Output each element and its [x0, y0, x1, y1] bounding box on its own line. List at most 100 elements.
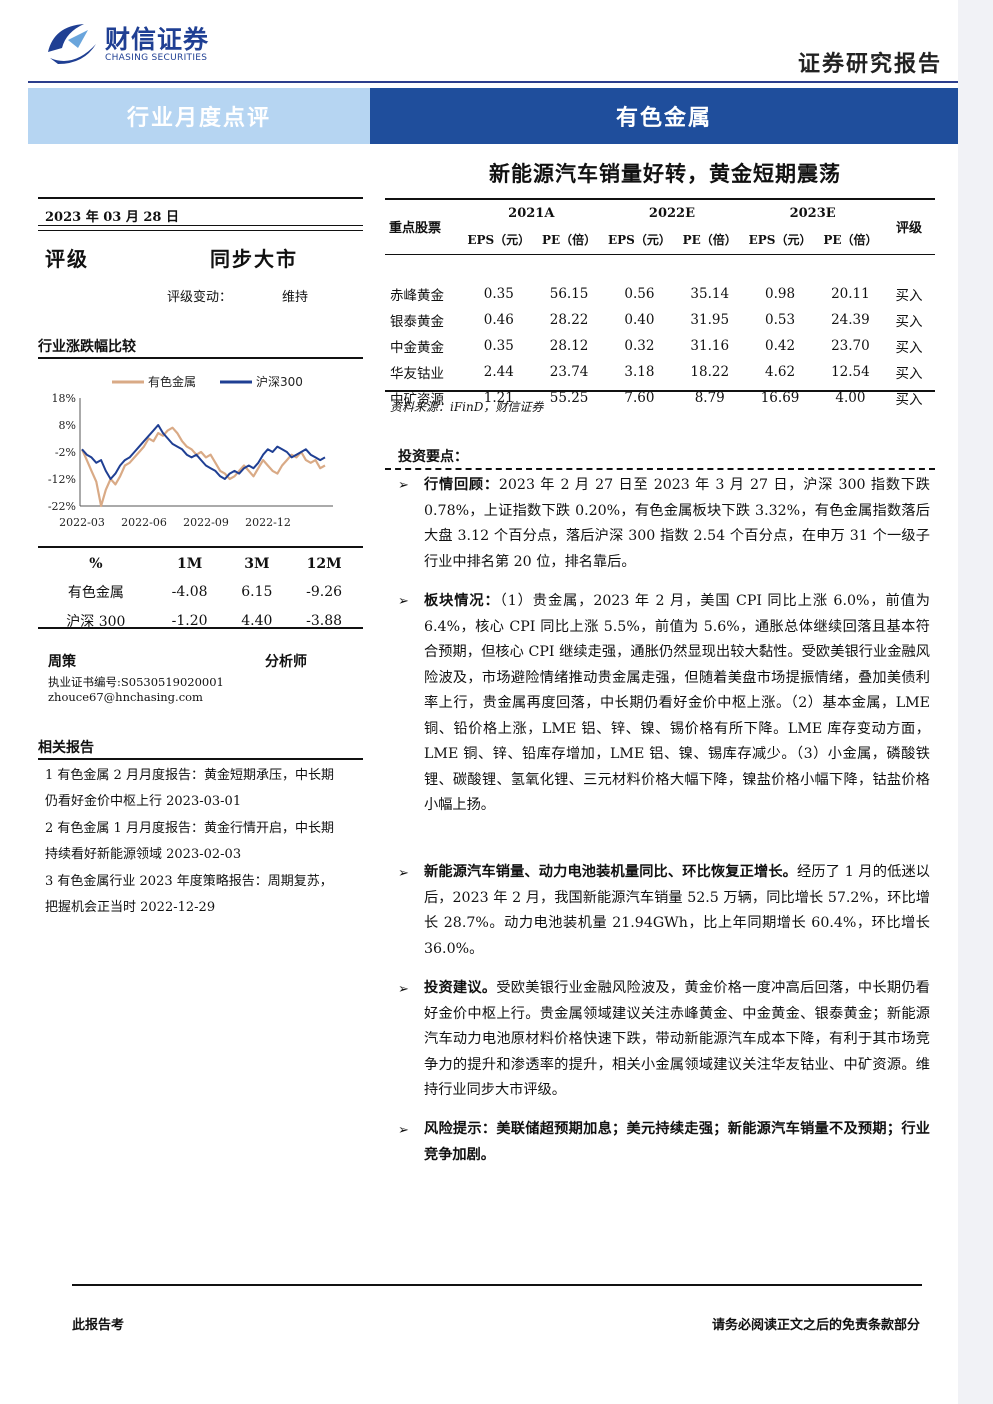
column-header: PE（倍） [542, 233, 597, 248]
divider [38, 627, 363, 629]
report-category-band: 行业月度点评 [28, 88, 370, 144]
table-cell: 24.39 [831, 311, 870, 328]
table-row: 银泰黄金 0.46 28.22 0.40 31.95 0.53 24.39 买入 [385, 307, 935, 333]
column-header: 1M [176, 556, 203, 572]
divider [38, 357, 363, 359]
table-cell: 7.60 [624, 389, 655, 406]
legend-label: 有色金属 [148, 374, 196, 389]
table-cell: 16.69 [760, 389, 800, 406]
report-type: 证券研究报告 [797, 51, 942, 77]
key-point-text: （1）贵金属，2023 年 2 月，美国 CPI 同比上涨 6.0%，前值为 6… [424, 593, 930, 813]
rating-change-label: 评级变动： [167, 290, 233, 305]
table-cell: 0.53 [765, 311, 796, 328]
table-cell: 沪深 300 [66, 613, 126, 630]
related-report-item[interactable]: 3 有色金属行业 2023 年度策略报告：周期复苏，把握机会正当时 2022-1… [45, 874, 333, 915]
table-cell: 4.62 [765, 363, 796, 380]
table-row: 中矿资源 1.21 55.25 7.60 8.79 16.69 4.00 买入 [385, 385, 935, 411]
table-header-row: EPS（元） PE（倍） EPS（元） PE（倍） EPS（元） PE（倍） [385, 226, 935, 254]
y-tick-label: -2% [55, 446, 76, 459]
table-cell: 0.35 [483, 285, 514, 302]
key-point-review: 行情回顾：2023 年 2 月 27 日至 2023 年 3 月 27 日，沪深… [424, 473, 930, 575]
table-cell: 0.56 [624, 285, 655, 302]
table-cell: 6.15 [241, 583, 273, 600]
chart-section-title: 行业涨跌幅比较 [38, 339, 136, 355]
table-cell: 23.74 [549, 363, 589, 380]
key-point-advice: 投资建议。受欧美银行业金融风险波及，黄金价格一度冲高后回落，中长期仍看好金价中枢… [424, 976, 930, 1104]
table-row: 沪深 300 -1.20 4.40 -3.88 [38, 606, 360, 635]
chasing-logo-icon [48, 24, 96, 64]
footer-divider [72, 1284, 922, 1286]
y-tick-label: -12% [48, 473, 76, 486]
legend-label: 沪深300 [256, 375, 303, 389]
divider [385, 468, 935, 470]
table-row: 赤峰黄金 0.35 56.15 0.56 35.14 0.98 20.11 买入 [385, 281, 935, 307]
brand-name: 财信证券 [105, 25, 210, 54]
key-point-lead: 板块情况： [424, 593, 500, 609]
related-report-item[interactable]: 2 有色金属 1 月月度报告：黄金行情开启，中长期持续看好新能源领域 2023-… [45, 821, 334, 862]
related-report-item[interactable]: 1 有色金属 2 月月度报告：黄金短期承压，中长期仍看好金价中枢上行 2023-… [45, 768, 334, 809]
stock-rating: 买入 [895, 339, 923, 356]
analyst-email[interactable]: zhouce67@hnchasing.com [48, 690, 203, 704]
column-header: 12M [306, 556, 342, 572]
stock-name: 赤峰黄金 [390, 287, 444, 304]
stock-name: 银泰黄金 [390, 313, 444, 330]
stock-rating: 买入 [895, 365, 923, 382]
table-cell: 56.15 [549, 285, 589, 302]
rating-label: 评级 [45, 247, 89, 271]
column-header: 2023E [789, 205, 836, 221]
table-cell: -9.26 [306, 583, 343, 600]
table-cell: 有色金属 [67, 584, 124, 601]
report-category: 行业月度点评 [126, 105, 271, 131]
table-cell: 0.46 [483, 311, 514, 328]
key-point-lead: 风险提示： [424, 1121, 497, 1137]
table-cell: 3.18 [624, 363, 655, 380]
column-header: PE（倍） [682, 233, 737, 248]
bullet-arrow-icon: ➢ [398, 478, 409, 493]
table-cell: 0.40 [624, 311, 655, 328]
key-point-text: 2023 年 2 月 27 日至 2023 年 3 月 27 日，沪深 300 … [424, 477, 930, 570]
divider [38, 225, 363, 226]
x-tick-label: 2022-09 [183, 516, 229, 529]
analyst-license: 执业证书编号:S0530519020001 [48, 675, 224, 689]
key-point-text: 美联储超预期加息；美元持续走强；新能源汽车销量不及预期；行业竞争加剧。 [424, 1121, 930, 1163]
analyst-role: 分析师 [265, 654, 307, 670]
table-cell: 31.16 [690, 337, 730, 354]
column-header: 2021A [508, 205, 555, 221]
key-point-sectors: 板块情况：（1）贵金属，2023 年 2 月，美国 CPI 同比上涨 6.0%，… [424, 589, 930, 819]
table-cell: 0.98 [765, 285, 796, 302]
table-cell: 20.11 [831, 285, 870, 302]
table-row: 有色金属 -4.08 6.15 -9.26 [38, 577, 360, 606]
stock-name: 华友钴业 [390, 365, 444, 382]
column-header: PE（倍） [823, 233, 878, 248]
bullet-arrow-icon: ➢ [398, 1123, 409, 1138]
y-tick-label: 8% [59, 419, 76, 432]
key-point-text: 经历了 1 月的低迷以后，2023 年 2 月，我国新能源汽车销量 52.5 万… [424, 864, 930, 957]
table-cell: 0.35 [483, 337, 514, 354]
y-tick-label: 18% [52, 392, 76, 405]
bullet-arrow-icon: ➢ [398, 866, 409, 881]
column-header: % [89, 556, 103, 572]
divider [38, 197, 363, 199]
performance-table: % 1M 3M 12M 有色金属 -4.08 6.15 -9.26 沪深 300… [38, 551, 360, 635]
table-cell: 23.70 [831, 337, 870, 354]
table-cell: 28.12 [549, 337, 589, 354]
column-header: 3M [244, 556, 270, 572]
x-tick-label: 2022-06 [121, 516, 167, 529]
column-header: EPS（元） [607, 233, 671, 248]
key-points-title: 投资要点： [398, 449, 468, 465]
key-stocks-table: 重点股票 2021A 2022E 2023E 评级 EPS（元） PE（倍） E… [385, 200, 935, 411]
brand-name-en: CHASING SECURITIES [105, 53, 208, 63]
right-margin-strip [958, 0, 993, 1404]
key-point-lead: 新能源汽车销量、动力电池装机量同比、环比恢复正增长。 [424, 864, 798, 880]
table-cell: 0.32 [624, 337, 655, 354]
footer-disclaimer: 请务必阅读正文之后的免责条款部分 [711, 1318, 920, 1333]
bullet-arrow-icon: ➢ [398, 982, 409, 997]
table-cell: 28.22 [549, 311, 589, 328]
column-header: EPS（元） [748, 233, 812, 248]
series-line-index [81, 424, 326, 480]
table-cell: -4.08 [171, 583, 208, 600]
key-point-text: 受欧美银行业金融风险波及，黄金价格一度冲高后回落，中长期仍看好金价中枢上行。贵金… [424, 980, 930, 1098]
x-tick-label: 2022-12 [245, 516, 291, 529]
table-cell: 55.25 [549, 389, 589, 406]
